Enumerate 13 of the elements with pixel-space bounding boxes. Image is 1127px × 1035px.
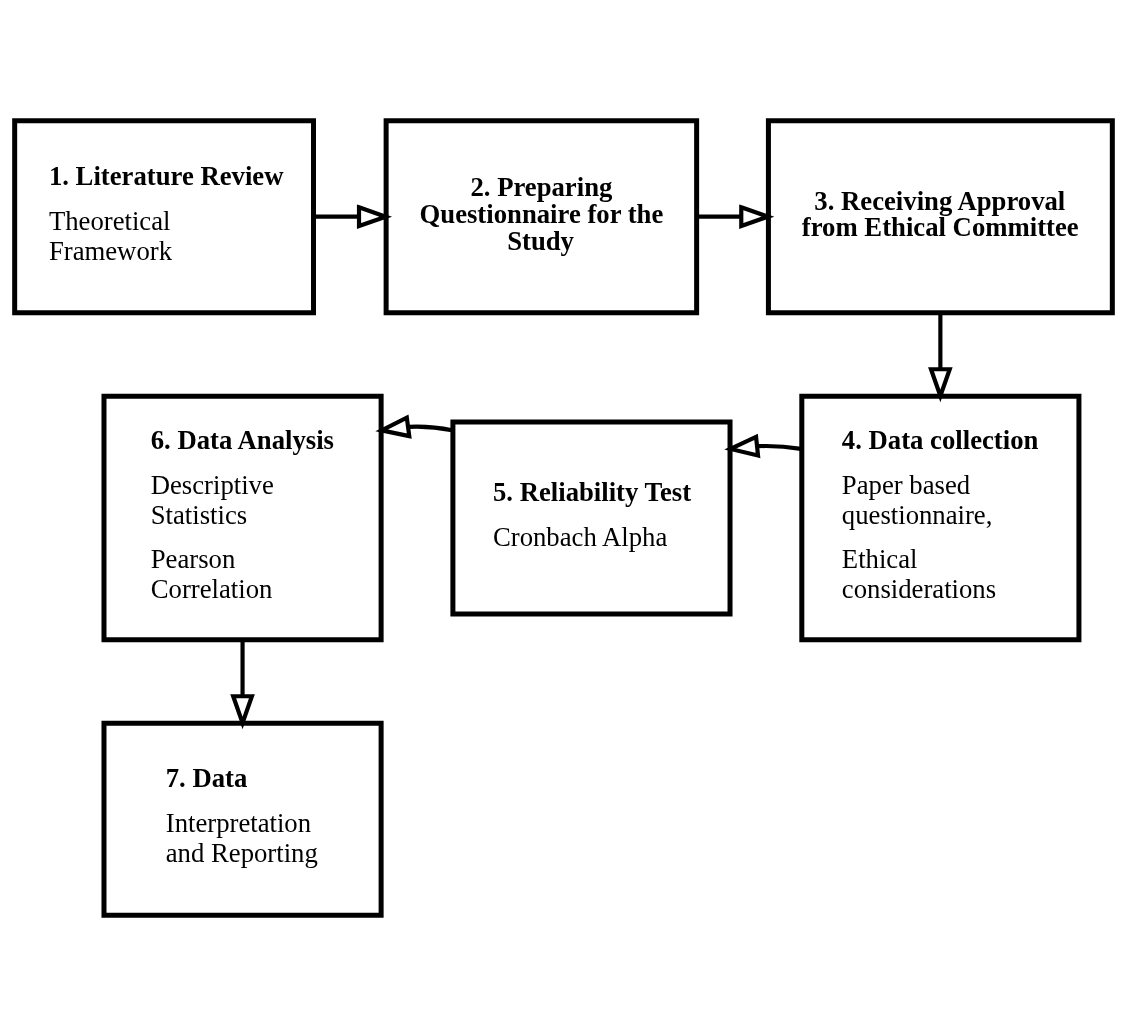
- node-box: 5. Reliability Test Cronbach Alpha: [450, 419, 733, 616]
- node-box: 3. Receiving Approval from Ethical Committee: [765, 117, 1115, 315]
- arrow: [928, 312, 953, 402]
- node-box: 1. Literature Review Theoretical Framework: [12, 117, 316, 315]
- arrow: [230, 639, 255, 729]
- node-box: 7. Data Interpretation and Reporting: [101, 720, 384, 918]
- arrow: [697, 203, 775, 229]
- arrow: [375, 413, 453, 439]
- node-box: 2. Preparing Questionnaire for the Study: [383, 117, 700, 315]
- arrow: [724, 433, 802, 458]
- node-box: 4. Data collection Paper based questionnaire, Ethical considerations: [799, 393, 1082, 642]
- arrow: [313, 203, 393, 229]
- node-box: 6. Data Analysis Descriptive Statistics Pearson Correlation: [101, 393, 384, 642]
